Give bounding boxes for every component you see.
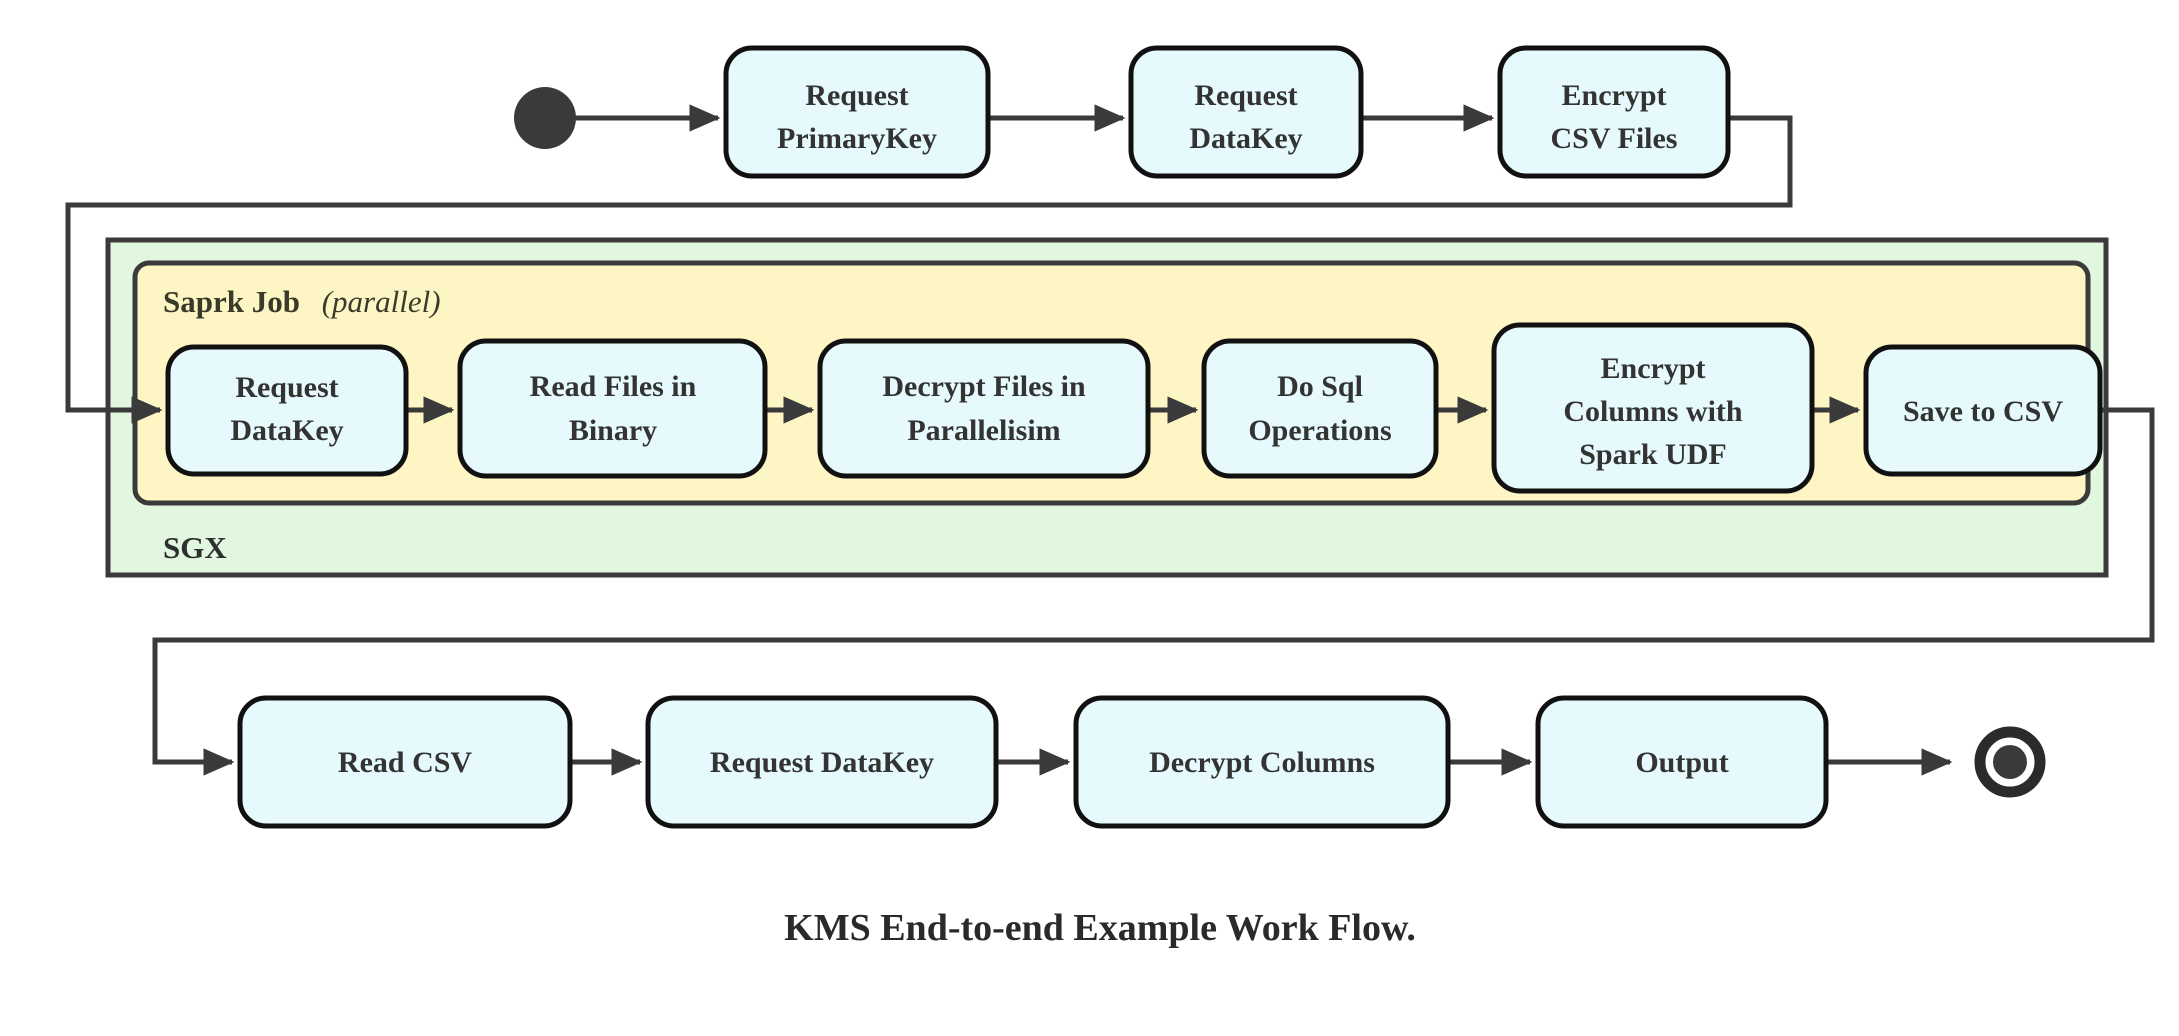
node-save-to-csv[interactable]: Save to CSV <box>1863 344 2103 477</box>
node-encrypt-csv-files-box[interactable] <box>1497 45 1731 179</box>
node-decrypt-files-parallelisim-line2: Parallelisim <box>907 414 1060 447</box>
node-request-primarykey-line1: Request <box>805 79 908 112</box>
node-read-files-binary[interactable]: Read Files in Binary <box>457 338 768 479</box>
node-encrypt-columns-spark-udf[interactable]: Encrypt Columns with Spark UDF <box>1491 322 1815 494</box>
node-do-sql-operations-box[interactable] <box>1201 338 1439 479</box>
node-read-csv-box[interactable] <box>237 695 573 829</box>
node-read-files-binary-line1: Read Files in <box>530 370 697 403</box>
node-read-files-binary-box[interactable] <box>457 338 768 479</box>
node-request-datakey-spark-line2: DataKey <box>230 414 343 447</box>
node-output-line1: Output <box>1635 746 1728 779</box>
node-do-sql-operations-line2: Operations <box>1248 414 1391 447</box>
node-save-to-csv-box[interactable] <box>1863 344 2103 477</box>
node-request-datakey-top-line1: Request <box>1194 79 1297 112</box>
edge-encryptcsv-to-spark-requestdatakey <box>65 115 1793 424</box>
node-read-files-binary-line2: Binary <box>569 414 657 447</box>
node-output-box[interactable] <box>1535 695 1829 829</box>
node-request-datakey-spark-box[interactable] <box>165 344 409 477</box>
node-request-datakey-top[interactable]: Request DataKey <box>1128 45 1364 179</box>
end-node-dot <box>1993 745 2027 779</box>
node-do-sql-operations-line1: Do Sql <box>1277 370 1363 403</box>
node-encrypt-columns-spark-udf-line3: Spark UDF <box>1579 438 1727 471</box>
node-save-to-csv-line1: Save to CSV <box>1903 395 2063 428</box>
node-decrypt-columns[interactable]: Decrypt Columns <box>1073 695 1451 829</box>
node-request-datakey-spark[interactable]: Request DataKey <box>165 344 409 477</box>
node-decrypt-columns-box[interactable] <box>1073 695 1451 829</box>
edge-savetocsv-to-readcsv <box>152 407 2155 776</box>
node-encrypt-columns-spark-udf-line1: Encrypt <box>1601 352 1706 385</box>
node-do-sql-operations[interactable]: Do Sql Operations <box>1201 338 1439 479</box>
node-request-primarykey-box[interactable] <box>723 45 991 179</box>
spark-label-bold: Saprk Job <box>163 284 300 319</box>
node-request-primarykey-line2: PrimaryKey <box>777 122 937 155</box>
diagram-caption: KMS End-to-end Example Work Flow. <box>784 907 1416 949</box>
node-request-datakey-top-line2: DataKey <box>1189 122 1302 155</box>
node-request-datakey-bottom[interactable]: Request DataKey <box>645 695 999 829</box>
spark-label-italic: (parallel) <box>322 284 441 319</box>
node-decrypt-files-parallelisim[interactable]: Decrypt Files in Parallelisim <box>817 338 1151 479</box>
node-encrypt-columns-spark-udf-line2: Columns with <box>1563 395 1743 428</box>
container-spark-job-label: Saprk Job (parallel) <box>163 284 441 319</box>
node-request-primarykey[interactable]: Request PrimaryKey <box>723 45 991 179</box>
node-decrypt-columns-line1: Decrypt Columns <box>1149 746 1375 779</box>
node-encrypt-csv-files-line1: Encrypt <box>1562 79 1667 112</box>
node-decrypt-files-parallelisim-line1: Decrypt Files in <box>882 370 1086 403</box>
node-request-datakey-bottom-box[interactable] <box>645 695 999 829</box>
node-request-datakey-spark-line1: Request <box>235 371 338 404</box>
node-encrypt-columns-spark-udf-box[interactable] <box>1491 322 1815 494</box>
node-read-csv[interactable]: Read CSV <box>237 695 573 829</box>
node-encrypt-csv-files-line2: CSV Files <box>1551 122 1678 155</box>
node-request-datakey-bottom-line1: Request DataKey <box>710 746 934 779</box>
node-read-csv-line1: Read CSV <box>338 746 473 779</box>
node-request-datakey-top-box[interactable] <box>1128 45 1364 179</box>
node-output[interactable]: Output <box>1535 695 1829 829</box>
node-decrypt-files-parallelisim-box[interactable] <box>817 338 1151 479</box>
container-sgx-label: SGX <box>163 530 227 565</box>
node-encrypt-csv-files[interactable]: Encrypt CSV Files <box>1497 45 1731 179</box>
start-node <box>514 87 576 149</box>
